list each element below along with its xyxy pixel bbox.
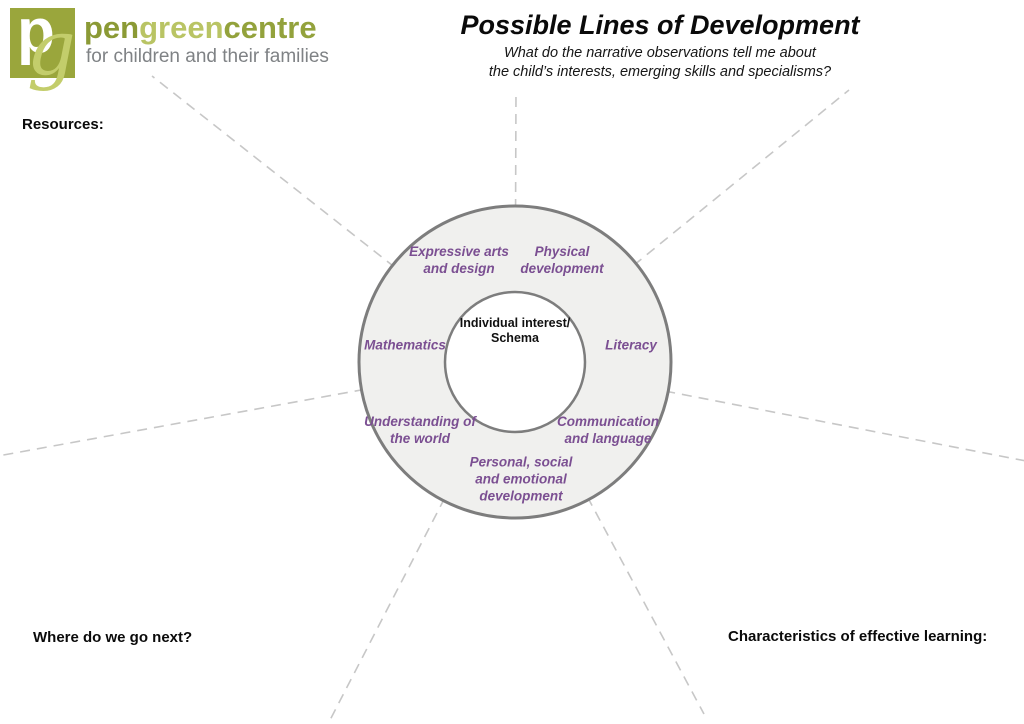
brand-name-centre: centre [223, 10, 317, 45]
radial-line-bottom-right [514, 361, 705, 715]
logo-monogram-p-letter: p [17, 8, 55, 66]
brand-name: pengreencentre [84, 10, 317, 46]
brand-tagline: for children and their families [86, 46, 329, 67]
page-title: Possible Lines of Development [460, 10, 860, 40]
page-subtitle: What do the narrative observations tell … [488, 45, 832, 80]
individual-interest-schema-label: Individual interest/ Schema [459, 316, 571, 345]
brand-name-green: green [139, 10, 224, 45]
brand-name-pen: pen [84, 10, 140, 45]
where-do-we-go-next-label: Where do we go next? [33, 629, 193, 646]
area-mathematics: Mathematics [364, 337, 446, 353]
area-physical-development: Physical development [520, 244, 604, 276]
logo-monogram-g-letter: g [27, 3, 76, 92]
resources-label: Resources: [22, 116, 104, 133]
logo-square: p [10, 8, 75, 78]
area-understanding-of-the-world: Understanding of the world [364, 414, 476, 446]
area-expressive-arts-and-design: Expressive arts and design [409, 244, 509, 276]
characteristics-of-effective-learning-label: Characteristics of effective learning: [728, 628, 988, 645]
area-communication-and-language: Communication and language [556, 414, 660, 446]
area-literacy: Literacy [605, 337, 657, 353]
inner-circle [443, 290, 587, 434]
area-personal-social-emotional-development: Personal, social and emotional developme… [469, 454, 573, 504]
title-block: Possible Lines of Development What do th… [420, 10, 900, 82]
